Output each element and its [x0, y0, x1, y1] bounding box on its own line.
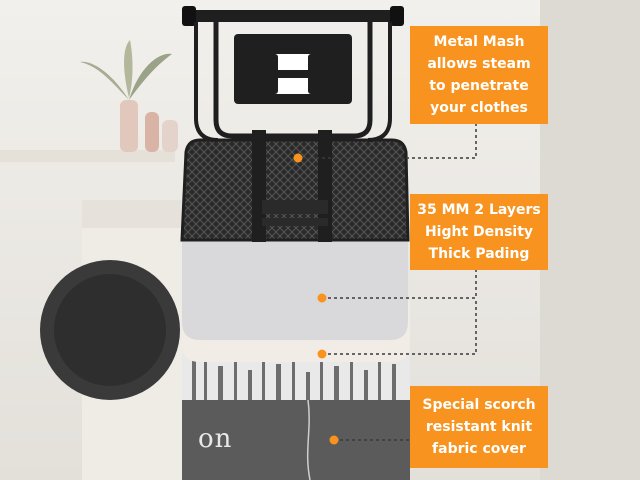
iron-rest-frame [182, 6, 404, 142]
callout-padding: 35 MM 2 Layers Hight Density Thick Padin… [410, 194, 548, 270]
callout-line: fabric cover [432, 441, 526, 457]
washing-machine [40, 200, 182, 480]
padding-marker-dot [317, 293, 327, 303]
callout-line: to penetrate [429, 78, 529, 94]
callout-cover: Special scorch resistant knit fabric cov… [410, 386, 548, 468]
cover-print-text: on [198, 424, 233, 454]
callout-metal-mesh: Metal Mash allows steam to penetrate you… [410, 26, 548, 124]
cover-marker-dot [329, 435, 339, 445]
callout-line: Thick Pading [428, 246, 530, 262]
callout-line: Metal Mash [433, 34, 525, 50]
callout-line: Hight Density [424, 224, 534, 240]
callout-line: your clothes [430, 100, 528, 116]
callout-line: Special scorch [422, 397, 536, 413]
leader-lines [298, 124, 477, 441]
callout-line: 35 MM 2 Layers [417, 202, 541, 218]
marker-dots [293, 153, 339, 445]
mesh-marker-dot [293, 153, 303, 163]
metal-mesh-board [180, 130, 410, 242]
felt-marker-dot [317, 349, 327, 359]
padding-layer [182, 240, 408, 340]
callout-line: resistant knit [425, 419, 533, 435]
decor-shelf [0, 40, 178, 162]
callout-line: allows steam [427, 56, 531, 72]
